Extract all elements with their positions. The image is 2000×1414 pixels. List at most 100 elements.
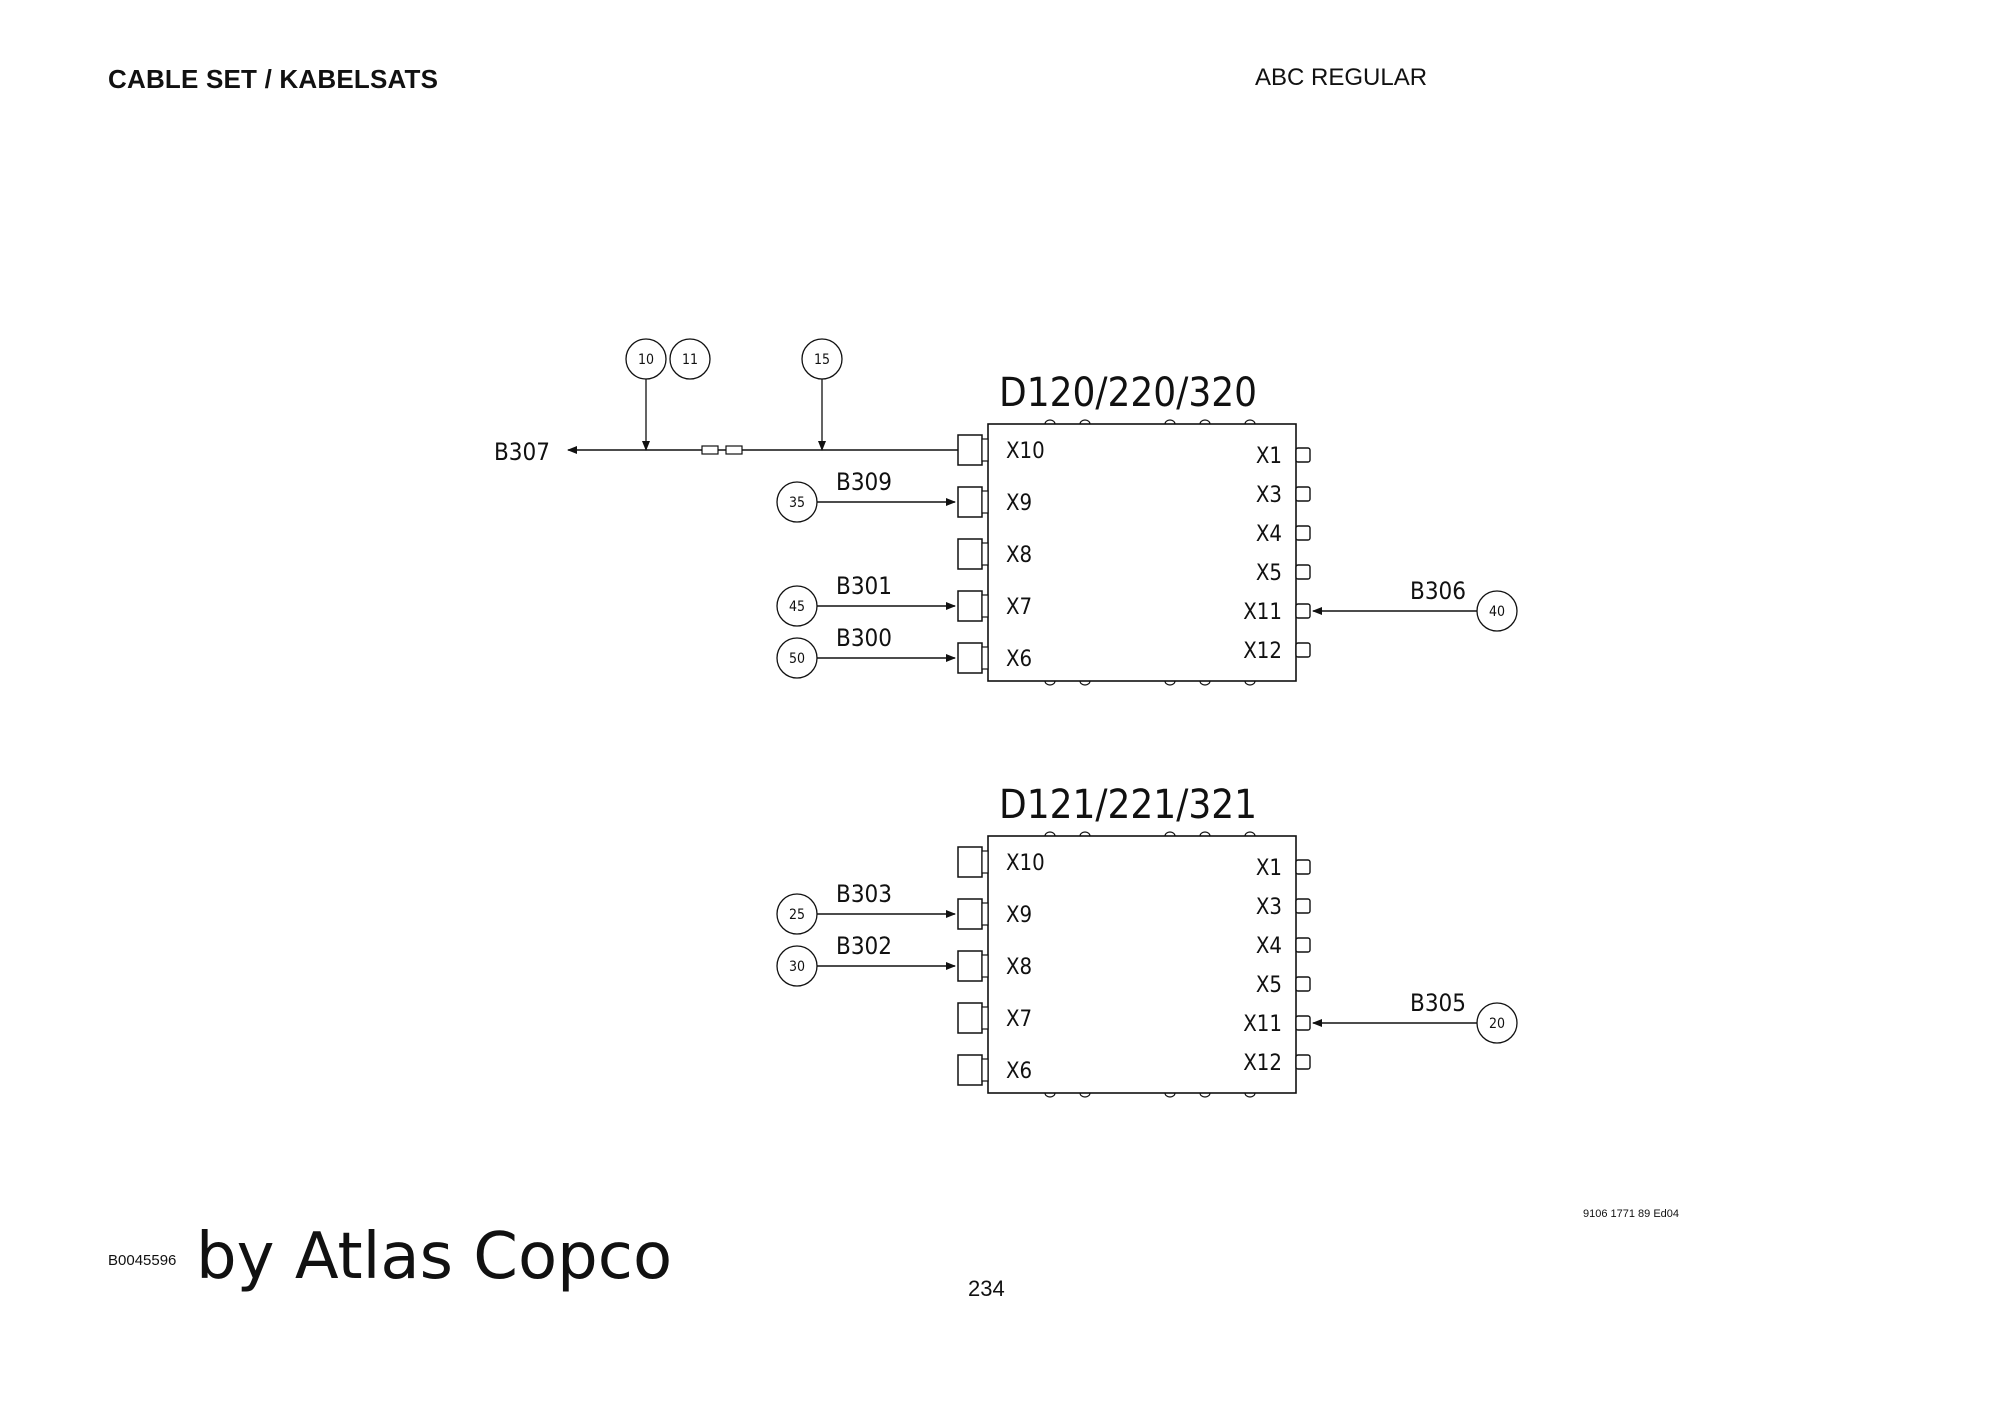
callout-number: 40 [1489,604,1505,620]
callout-number: 20 [1489,1016,1505,1032]
callout-number: 11 [682,352,698,368]
port-label: X4 [1256,522,1282,547]
connector-right [1295,447,1311,463]
connector-left [957,1054,983,1086]
port-label: X12 [1243,1051,1282,1076]
box-notch [1244,1092,1256,1098]
callout-number: 30 [789,959,805,975]
callout-circle [669,338,711,380]
cable-label: B302 [836,932,892,960]
port-label: X8 [1006,543,1032,568]
port-label: X1 [1256,856,1282,881]
port-label: X4 [1256,934,1282,959]
connector-left-neck [981,902,989,926]
box-notch [1244,419,1256,425]
port-label: X3 [1256,483,1282,508]
brand-text: by Atlas Copco [196,1220,673,1294]
connector-right [1295,1054,1311,1070]
cable-label: B300 [836,624,892,652]
port-label: X9 [1006,491,1032,516]
connector-left-neck [981,594,989,618]
box-notch [1199,1092,1211,1098]
connector-left [957,486,983,518]
cable-splice [701,445,719,455]
connector-left-neck [981,954,989,978]
connector-left [957,434,983,466]
page-header-model: ABC REGULAR [1255,64,1428,91]
box-notch [1079,1092,1091,1098]
module-title: D121/221/321 [999,782,1257,828]
port-label: X6 [1006,647,1032,672]
document-number: 9106 1771 89 Ed04 [1583,1208,1680,1220]
box-notch [1164,1092,1176,1098]
connector-right [1295,642,1311,658]
connector-right [1295,564,1311,580]
port-label: X12 [1243,639,1282,664]
connector-right [1295,937,1311,953]
connector-left [957,1002,983,1034]
connector-left-neck [981,1006,989,1030]
port-label: X3 [1256,895,1282,920]
connector-right [1295,976,1311,992]
connector-right [1295,859,1311,875]
page-header-title: CABLE SET / KABELSATS [108,64,439,94]
page-number: 234 [968,1276,1005,1301]
connector-left-neck [981,438,989,462]
cable-label: B307 [494,438,550,466]
port-label: X1 [1256,444,1282,469]
callout-bubble: 50 [776,637,818,679]
callout-number: 45 [789,599,805,615]
connector-left [957,846,983,878]
port-label: X10 [1006,439,1045,464]
port-label: X5 [1256,561,1282,586]
callout-bubble: 20 [1476,1002,1518,1044]
connector-left-neck [981,542,989,566]
callout-bubble: 30 [776,945,818,987]
box-notch [1044,1092,1056,1098]
connector-right [1295,486,1311,502]
box-notch [1044,831,1056,837]
port-label: X5 [1256,973,1282,998]
box-notch [1244,831,1256,837]
connector-left [957,642,983,674]
connector-left-neck [981,1058,989,1082]
module-box [987,835,1297,1094]
box-notch [1164,680,1176,686]
connector-right [1295,898,1311,914]
callout-number: 35 [789,495,805,511]
connector-right [1295,1015,1311,1031]
callout-bubble: 40 [1476,590,1518,632]
box-notch [1044,419,1056,425]
connector-left-neck [981,490,989,514]
connector-left [957,590,983,622]
connector-right [1295,603,1311,619]
cable-label: B301 [836,572,892,600]
box-notch [1044,680,1056,686]
port-label: X7 [1006,595,1032,620]
module-title: D120/220/320 [999,370,1257,416]
callout-bubble: 35 [776,481,818,523]
port-label: X11 [1243,1012,1282,1037]
box-notch [1079,419,1091,425]
cable-splice [725,445,743,455]
cable-label: B305 [1410,989,1466,1017]
box-notch [1199,419,1211,425]
port-label: X11 [1243,600,1282,625]
connector-left [957,538,983,570]
connector-left [957,898,983,930]
callout-number: 25 [789,907,805,923]
box-notch [1079,831,1091,837]
connector-right [1295,525,1311,541]
callout-bubble: 10 [625,338,667,380]
box-notch [1164,419,1176,425]
port-label: X8 [1006,955,1032,980]
port-label: X9 [1006,903,1032,928]
cable-label: B303 [836,880,892,908]
callout-number: 15 [814,352,830,368]
box-notch [1199,680,1211,686]
connector-left-neck [981,646,989,670]
callout-number: 50 [789,651,805,667]
port-label: X7 [1006,1007,1032,1032]
module-box [987,423,1297,682]
connector-left-neck [981,850,989,874]
